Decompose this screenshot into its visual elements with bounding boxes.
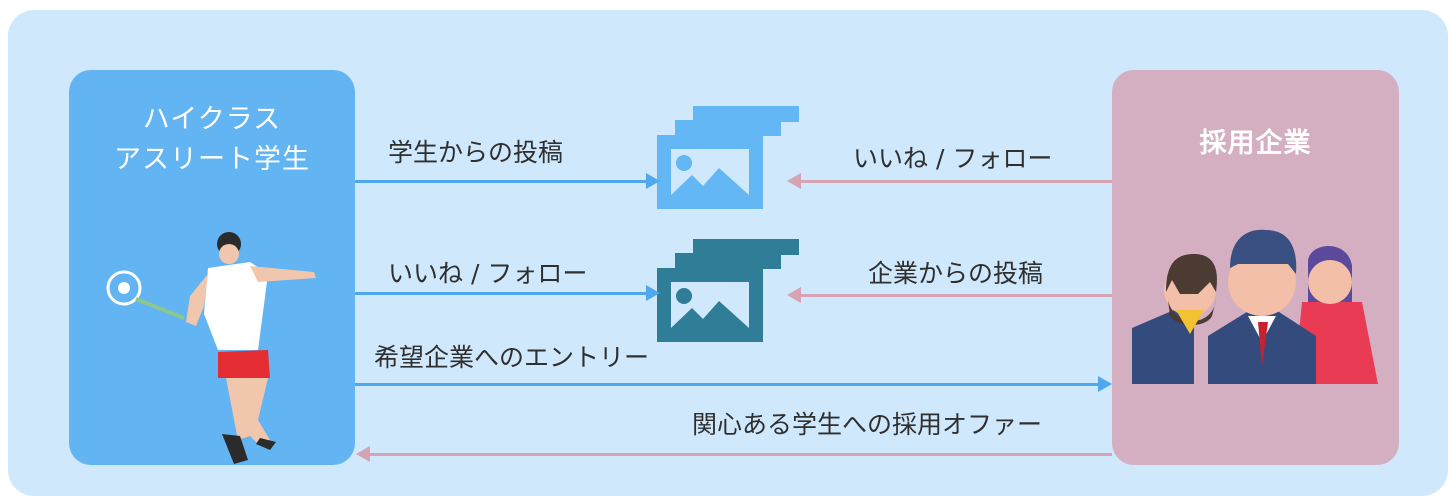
arrow-company-post-head — [787, 287, 801, 303]
image-stack-icon — [657, 106, 799, 209]
flow-label-company-like-follow: いいね / フォロー — [853, 144, 1053, 173]
flow-label-company-post: 企業からの投稿 — [868, 259, 1044, 288]
badminton-player-icon — [106, 232, 316, 464]
student-title-line-1: ハイクラス — [142, 104, 282, 135]
arrow-company-post-line — [801, 294, 1112, 297]
company-title: 採用企業 — [1199, 128, 1312, 159]
arrow-offer-line — [370, 453, 1112, 456]
arrow-student-like-follow-line — [355, 292, 647, 295]
arrow-student-like-follow-head — [646, 285, 660, 301]
flow-label-student-post: 学生からの投稿 — [388, 138, 564, 167]
arrow-entry-head — [1098, 376, 1112, 392]
diagram-canvas: ハイクラス アスリート学生 採用企業 — [8, 10, 1448, 496]
arrow-company-like-follow-line — [801, 180, 1112, 183]
flow-label-entry: 希望企業へのエントリー — [374, 343, 650, 372]
arrow-student-post-line — [355, 180, 647, 183]
company-people-icon — [1132, 229, 1378, 384]
arrow-offer-head — [356, 446, 370, 462]
student-title-line-2: アスリート学生 — [114, 144, 310, 175]
arrow-entry-line — [355, 383, 1099, 386]
flow-label-offer: 関心ある学生への採用オファー — [692, 410, 1043, 439]
arrow-student-post-head — [646, 173, 660, 189]
arrow-company-like-follow-head — [787, 173, 801, 189]
flow-label-student-like-follow: いいね / フォロー — [388, 259, 588, 288]
image-stack-icon — [657, 239, 799, 342]
diagram-graphics — [106, 106, 1378, 464]
